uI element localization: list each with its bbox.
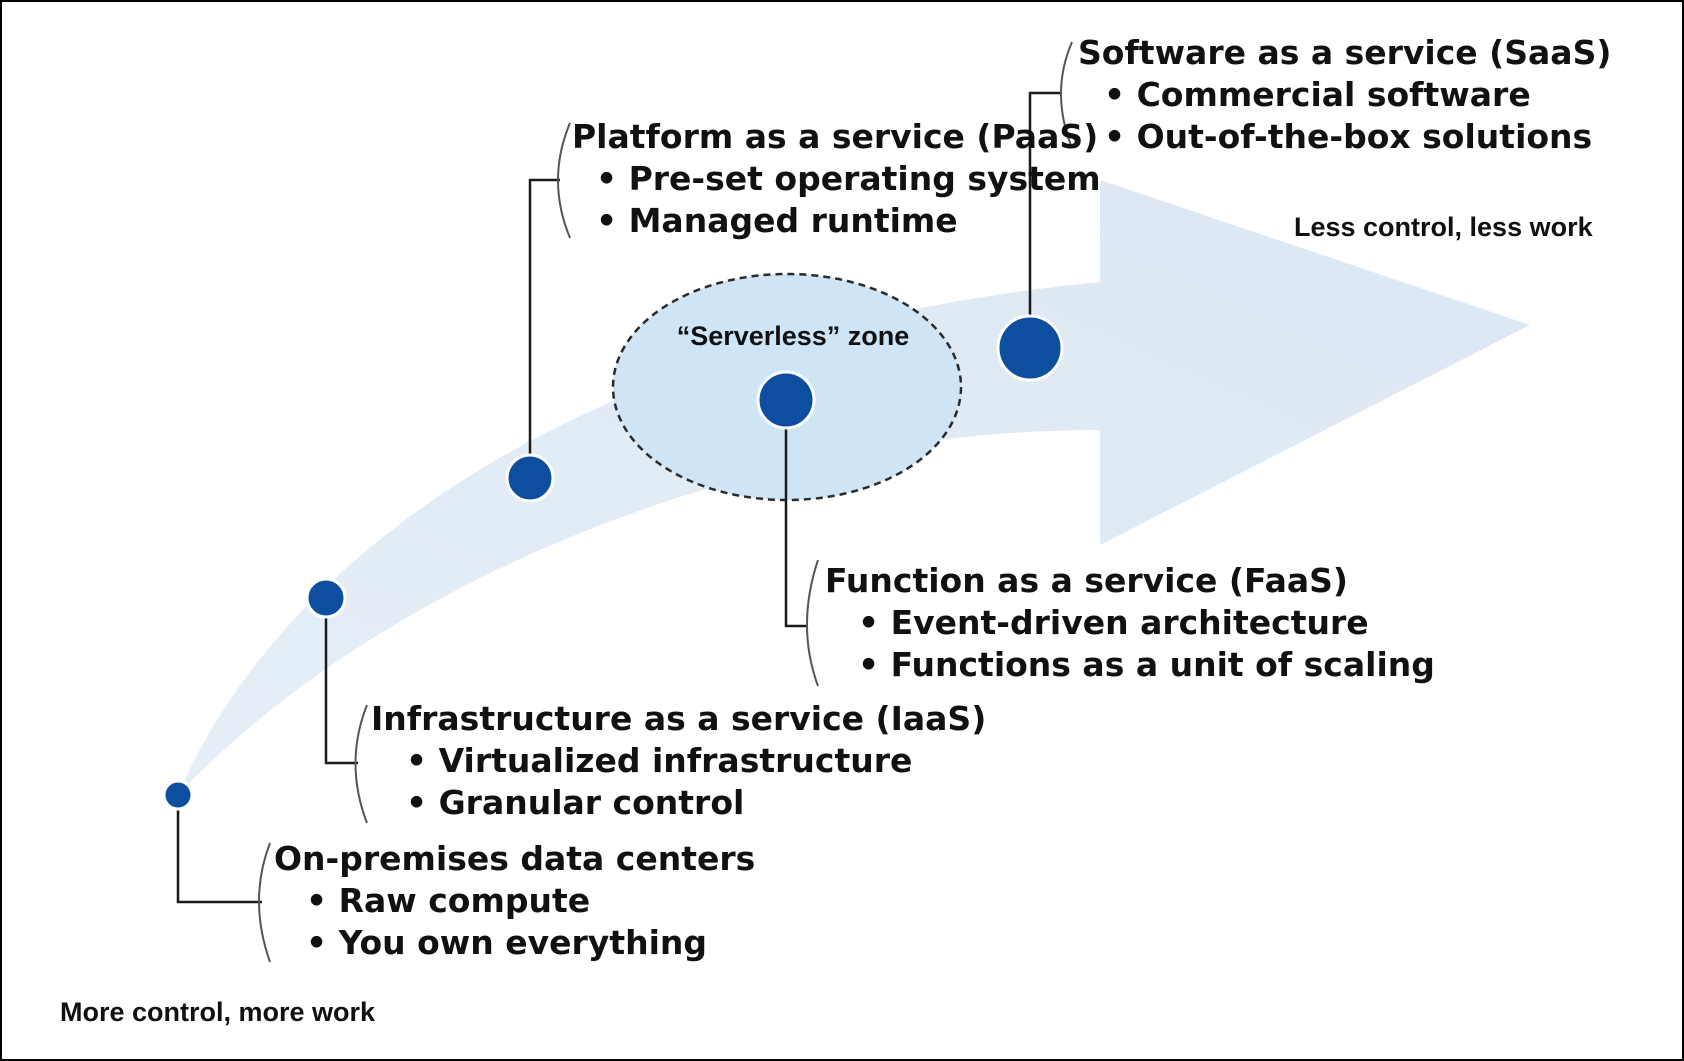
node-paas: Platform as a service (PaaS) • Pre-set o… (572, 117, 1101, 240)
dot-faas (756, 370, 816, 430)
serverless-zone-label: “Serverless” zone (677, 321, 910, 351)
bracket-iaas (354, 704, 368, 824)
connector-onprem (176, 795, 262, 904)
node-iaas-bullet-2: • Granular control (406, 783, 744, 822)
edge-label-low: More control, more work (60, 997, 376, 1027)
dot-onprem (162, 779, 194, 811)
bracket-onprem (258, 842, 271, 963)
bracket-saas (1060, 41, 1073, 149)
progress-arrow (178, 180, 1530, 795)
connector-iaas (324, 598, 358, 765)
node-paas-title: Platform as a service (PaaS) (572, 117, 1098, 156)
node-onprem: On-premises data centers • Raw compute •… (274, 839, 755, 962)
edge-label-high: Less control, less work (1294, 212, 1594, 242)
bracket-paas (557, 122, 571, 239)
bracket-faas (806, 559, 819, 687)
node-faas: Function as a service (FaaS) • Event-dri… (825, 561, 1435, 684)
node-iaas: Infrastructure as a service (IaaS) • Vir… (371, 699, 986, 822)
node-onprem-title: On-premises data centers (274, 839, 755, 878)
dot-paas (505, 453, 555, 503)
node-onprem-bullet-2: • You own everything (306, 923, 707, 962)
connector-saas (1028, 91, 1062, 348)
node-faas-bullet-1: • Event-driven architecture (858, 603, 1369, 642)
node-saas: Software as a service (SaaS) • Commercia… (1078, 33, 1611, 156)
node-faas-bullet-2: • Functions as a unit of scaling (858, 645, 1435, 684)
connector-lines (176, 91, 1062, 904)
brackets (258, 41, 1073, 963)
node-paas-bullet-2: • Managed runtime (596, 201, 958, 240)
connector-paas (528, 178, 560, 478)
dots (162, 314, 1064, 811)
node-onprem-bullet-1: • Raw compute (306, 881, 590, 920)
node-faas-title: Function as a service (FaaS) (825, 561, 1348, 600)
dot-iaas (305, 577, 347, 619)
node-iaas-title: Infrastructure as a service (IaaS) (371, 699, 986, 738)
node-iaas-bullet-1: • Virtualized infrastructure (406, 741, 912, 780)
dot-saas (996, 314, 1064, 382)
connector-faas (784, 400, 806, 628)
node-saas-bullet-2: • Out-of-the-box solutions (1104, 117, 1592, 156)
node-paas-bullet-1: • Pre-set operating system (596, 159, 1101, 198)
node-saas-bullet-1: • Commercial software (1104, 75, 1531, 114)
node-saas-title: Software as a service (SaaS) (1078, 33, 1611, 72)
